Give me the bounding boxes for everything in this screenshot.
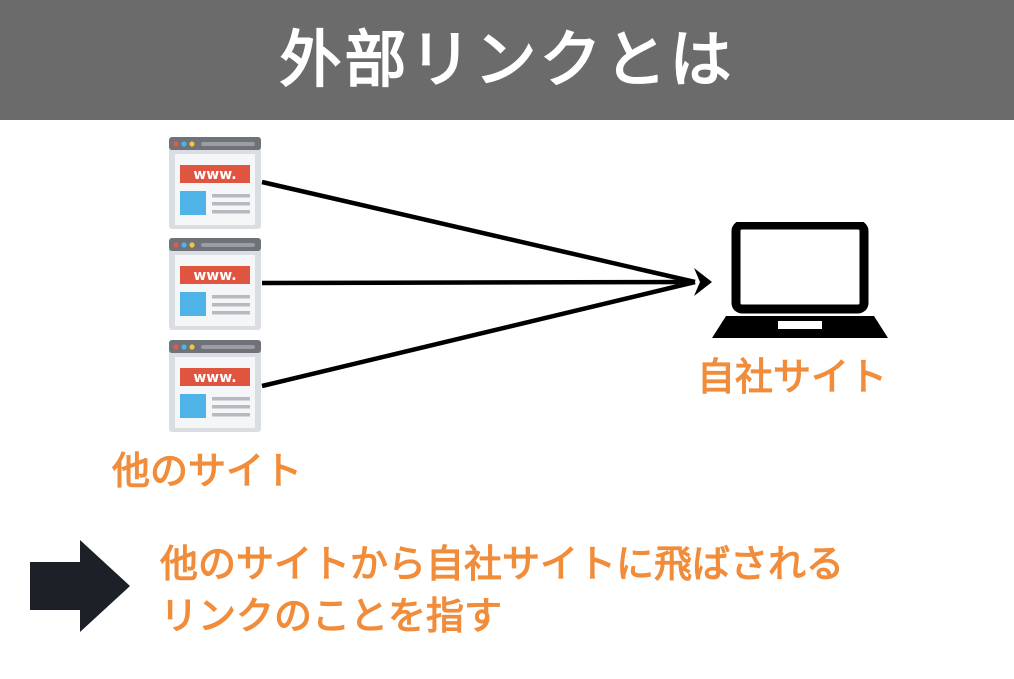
browser-window-icon: www. (169, 238, 261, 330)
image-block (180, 292, 206, 316)
url-text: www. (193, 167, 236, 183)
window-dot-red (173, 242, 179, 248)
summary-line-1: 他のサイトから自社サイトに飛ばされる (160, 542, 845, 586)
arrow-right-icon (30, 540, 130, 632)
image-block (180, 394, 206, 418)
window-dot-blue (181, 141, 187, 147)
window-dot-blue (181, 242, 187, 248)
url-bar (180, 165, 250, 183)
link-line-bottom (261, 279, 696, 389)
own-site-label: 自社サイト (697, 355, 888, 399)
window-dot-red (173, 141, 179, 147)
laptop-icon (712, 222, 888, 338)
image-block (180, 191, 206, 215)
summary-text: 他のサイトから自社サイトに飛ばされる リンクのことを指す (160, 538, 844, 642)
link-line-top (261, 179, 696, 285)
header-bar: 外部リンクとは (0, 0, 1014, 120)
url-bar (180, 368, 250, 386)
url-text: www. (193, 370, 236, 386)
window-dot-blue (181, 344, 187, 350)
url-text: www. (193, 268, 236, 284)
browser-window-icon: www. (169, 340, 261, 432)
url-bar (180, 266, 250, 284)
arrowhead-icon (694, 268, 712, 296)
window-dot-yellow (189, 141, 195, 147)
window-dot-yellow (189, 242, 195, 248)
other-sites-label: 他のサイト (112, 449, 303, 493)
page-title: 外部リンクとは (279, 23, 735, 96)
window-dot-yellow (189, 344, 195, 350)
summary-line-2: リンクのことを指す (160, 594, 503, 638)
browser-window-icon: www. (169, 137, 261, 229)
link-line-middle (261, 279, 696, 286)
window-dot-red (173, 344, 179, 350)
